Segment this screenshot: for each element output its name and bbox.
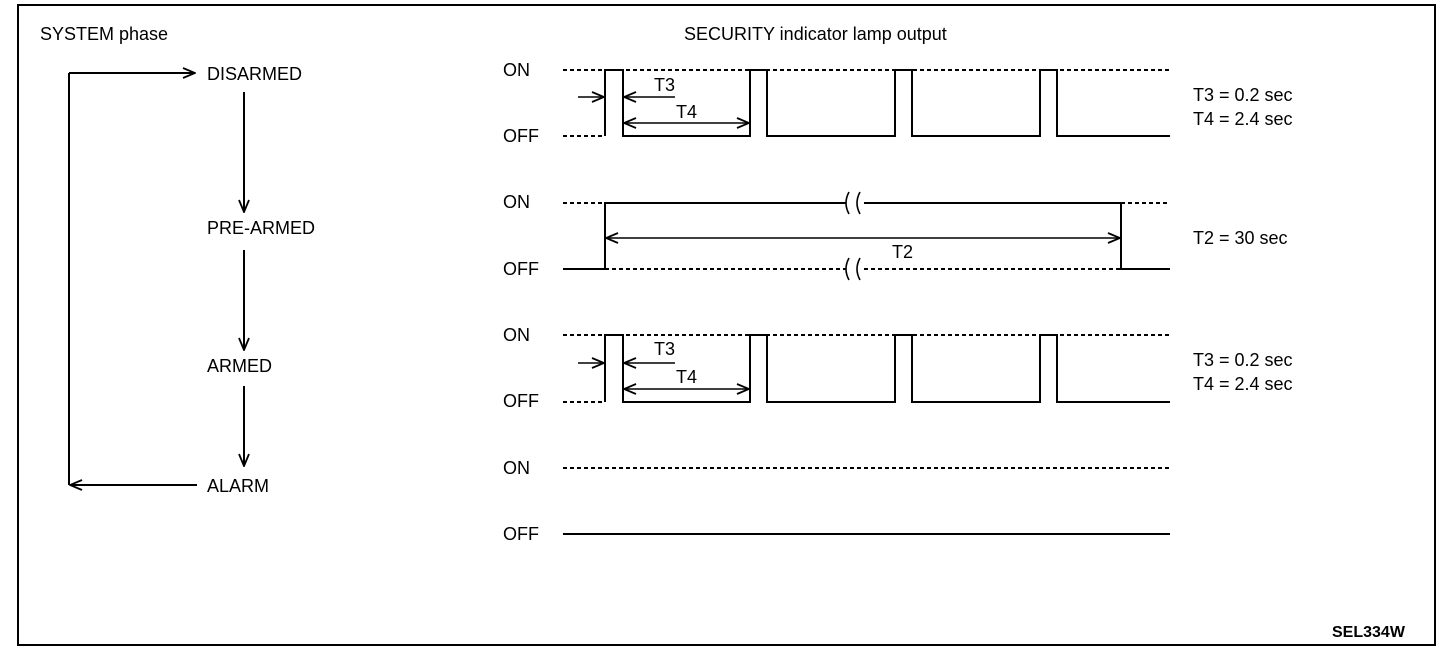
row-disarmed-signal: ON OFF T3 T4 T3 = 0.2 sec T4 = 2.4 sec bbox=[503, 60, 1293, 146]
row1-t3-label: T3 bbox=[654, 75, 675, 95]
row3-t4-label: T4 bbox=[676, 367, 697, 387]
row2-waveform-left bbox=[563, 202, 846, 270]
row4-off-label: OFF bbox=[503, 524, 539, 544]
row3-t3-label: T3 bbox=[654, 339, 675, 359]
row2-note-t2: T2 = 30 sec bbox=[1193, 228, 1288, 248]
row1-note-t3: T3 = 0.2 sec bbox=[1193, 85, 1293, 105]
figure-frame bbox=[17, 4, 1436, 646]
row3-waveform bbox=[604, 334, 1170, 403]
row3-on-label: ON bbox=[503, 325, 530, 345]
row4-on-label: ON bbox=[503, 458, 530, 478]
row2-waveform-right bbox=[864, 202, 1170, 270]
figure-code: SEL334W bbox=[1332, 624, 1406, 641]
row2-off-label: OFF bbox=[503, 259, 539, 279]
row3-note-t3: T3 = 0.2 sec bbox=[1193, 350, 1293, 370]
row2-on-label: ON bbox=[503, 192, 530, 212]
row-alarm-signal: ON OFF bbox=[503, 458, 1170, 544]
row3-off-label: OFF bbox=[503, 391, 539, 411]
row2-break-mark-top bbox=[845, 191, 861, 215]
row1-on-label: ON bbox=[503, 60, 530, 80]
lamp-output-title: SECURITY indicator lamp output bbox=[684, 24, 947, 44]
row1-t4-label: T4 bbox=[676, 102, 697, 122]
phase-pre-armed: PRE-ARMED bbox=[207, 218, 315, 238]
system-phase-title: SYSTEM phase bbox=[40, 24, 168, 44]
phase-flow: DISARMED PRE-ARMED ARMED ALARM bbox=[68, 64, 315, 496]
row2-break-mark-bottom bbox=[845, 257, 861, 281]
phase-armed: ARMED bbox=[207, 356, 272, 376]
row3-note-t4: T4 = 2.4 sec bbox=[1193, 374, 1293, 394]
row-armed-signal: ON OFF T3 T4 T3 = 0.2 sec T4 = 2.4 sec bbox=[503, 325, 1293, 411]
row1-note-t4: T4 = 2.4 sec bbox=[1193, 109, 1293, 129]
row1-off-label: OFF bbox=[503, 126, 539, 146]
row1-waveform bbox=[604, 69, 1170, 137]
phase-alarm: ALARM bbox=[207, 476, 269, 496]
phase-disarmed: DISARMED bbox=[207, 64, 302, 84]
row-prearmed-signal: ON OFF T2 T2 = 30 sec bbox=[503, 191, 1288, 281]
row2-t2-label: T2 bbox=[892, 242, 913, 262]
